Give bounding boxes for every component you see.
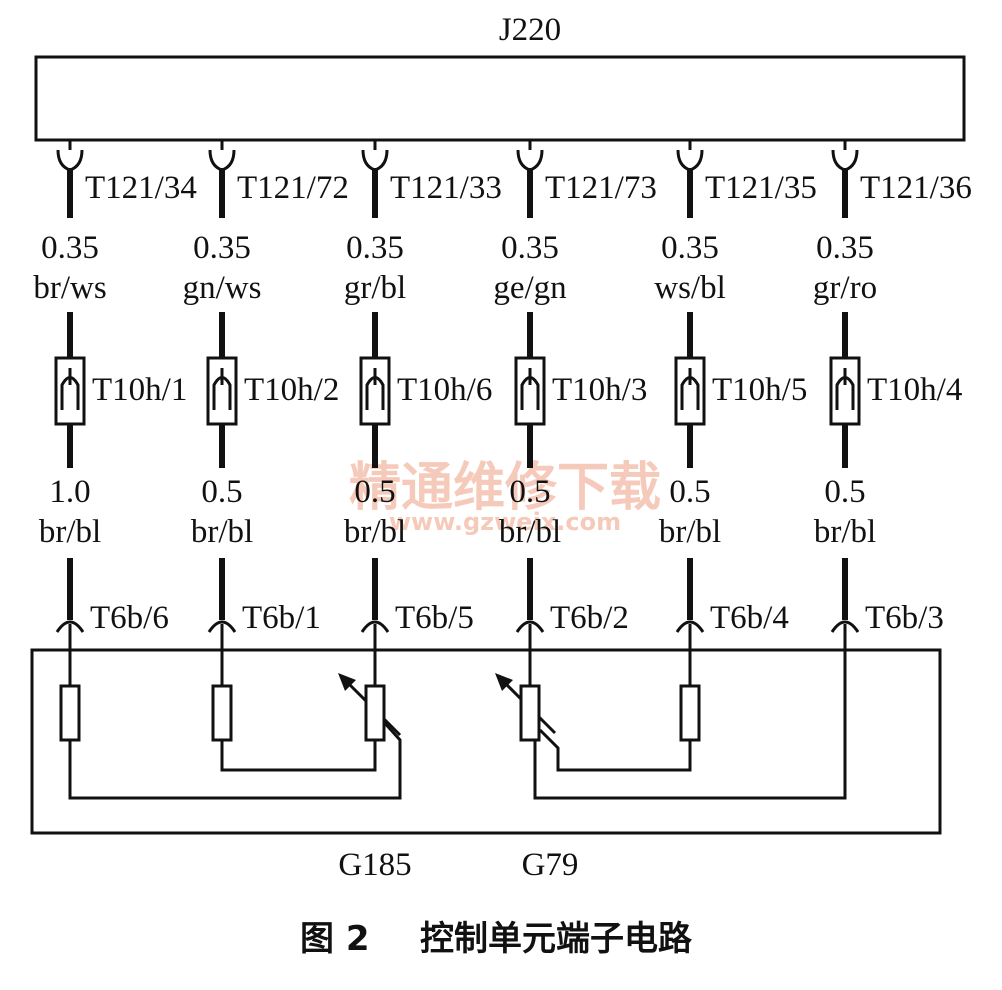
top-terminal-fork-2: [208, 149, 236, 172]
control-unit-box: [34, 55, 966, 142]
pin-bottom-label-1: T6b/6: [90, 600, 169, 636]
top-terminal-fork-4: [516, 149, 544, 172]
sensor-loop-outer-left: [68, 718, 402, 800]
connector-label-5: T10h/5: [712, 372, 807, 408]
wire-color-bottom-4: br/bl: [499, 514, 561, 550]
bottom-terminal-cup-6: [830, 620, 860, 633]
resistor-element-1: [59, 684, 81, 742]
wire-color-top-2: gn/ws: [183, 270, 262, 306]
connector-label-3: T10h/6: [397, 372, 492, 408]
connector-block-2: [206, 356, 238, 426]
pin-bottom-label-5: T6b/4: [710, 600, 789, 636]
connector-label-6: T10h/4: [867, 372, 962, 408]
wire-size-bottom-3: 0.5: [354, 474, 395, 510]
pin-top-label-1: T121/34: [85, 170, 197, 206]
sensor-label-g79: G79: [522, 847, 579, 883]
watermark-url: www.gzweix.com: [389, 508, 621, 536]
pin-bottom-label-4: T6b/2: [550, 600, 629, 636]
pin-top-label-2: T121/72: [237, 170, 349, 206]
wire-color-top-6: gr/ro: [813, 270, 877, 306]
bottom-terminal-cup-4: [515, 620, 545, 633]
bottom-terminal-cup-5: [675, 620, 705, 633]
resistor-element-4: [519, 684, 541, 742]
sensor-loop-outer-right: [533, 650, 847, 800]
connector-label-4: T10h/3: [552, 372, 647, 408]
top-terminal-fork-6: [831, 149, 859, 172]
wire-size-top-3: 0.35: [346, 230, 404, 266]
wire-color-top-5: ws/bl: [654, 270, 726, 306]
connector-label-2: T10h/2: [244, 372, 339, 408]
pin-top-label-4: T121/73: [545, 170, 657, 206]
connector-label-1: T10h/1: [92, 372, 187, 408]
connector-block-1: [54, 356, 86, 426]
pin-bottom-label-6: T6b/3: [865, 600, 944, 636]
control-unit-label: J220: [499, 12, 561, 48]
resistor-element-2: [211, 684, 233, 742]
bottom-terminal-cup-3: [360, 620, 390, 633]
resistor-element-3: [364, 684, 386, 742]
wire-color-top-1: br/ws: [33, 270, 106, 306]
pin-top-label-6: T121/36: [860, 170, 972, 206]
sensor-label-g185: G185: [338, 847, 411, 883]
wire-color-top-3: gr/bl: [344, 270, 406, 306]
pin-bottom-label-2: T6b/1: [242, 600, 321, 636]
connector-block-5: [674, 356, 706, 426]
figure-caption: 控制单元端子电路: [420, 919, 693, 959]
bottom-terminal-cup-2: [207, 620, 237, 633]
top-terminal-fork-3: [361, 149, 389, 172]
wire-color-bottom-2: br/bl: [191, 514, 253, 550]
bottom-terminal-cup-1: [55, 620, 85, 633]
wire-color-bottom-5: br/bl: [659, 514, 721, 550]
g185-arrowhead: [338, 673, 356, 691]
top-terminal-fork-1: [56, 149, 84, 172]
wire-size-bottom-1: 1.0: [49, 474, 90, 510]
wire-color-bottom-3: br/bl: [344, 514, 406, 550]
sensor-loop-inner-left: [220, 740, 377, 772]
g79-arrowhead: [495, 673, 513, 691]
wire-size-bottom-5: 0.5: [669, 474, 710, 510]
wire-size-top-6: 0.35: [816, 230, 874, 266]
connector-block-6: [829, 356, 861, 426]
top-terminal-fork-5: [676, 149, 704, 172]
pin-top-label-5: T121/35: [705, 170, 817, 206]
wire-color-top-4: ge/gn: [493, 270, 566, 306]
sensor-housing-box: [30, 648, 942, 835]
figure-number: 图 2: [300, 919, 370, 959]
pin-top-label-3: T121/33: [390, 170, 502, 206]
watermark-cn: 精通维修下载: [349, 458, 661, 518]
wire-size-top-1: 0.35: [41, 230, 99, 266]
sensor-loop-inner-right: [538, 728, 692, 772]
wire-color-bottom-6: br/bl: [814, 514, 876, 550]
resistor-element-5: [679, 684, 701, 742]
wire-size-top-5: 0.35: [661, 230, 719, 266]
connector-block-4: [514, 356, 546, 426]
wire-size-bottom-2: 0.5: [201, 474, 242, 510]
connector-block-3: [359, 356, 391, 426]
wire-size-top-2: 0.35: [193, 230, 251, 266]
wire-size-bottom-6: 0.5: [824, 474, 865, 510]
pin-bottom-label-3: T6b/5: [395, 600, 474, 636]
wire-size-top-4: 0.35: [501, 230, 559, 266]
wire-color-bottom-1: br/bl: [39, 514, 101, 550]
wire-size-bottom-4: 0.5: [509, 474, 550, 510]
